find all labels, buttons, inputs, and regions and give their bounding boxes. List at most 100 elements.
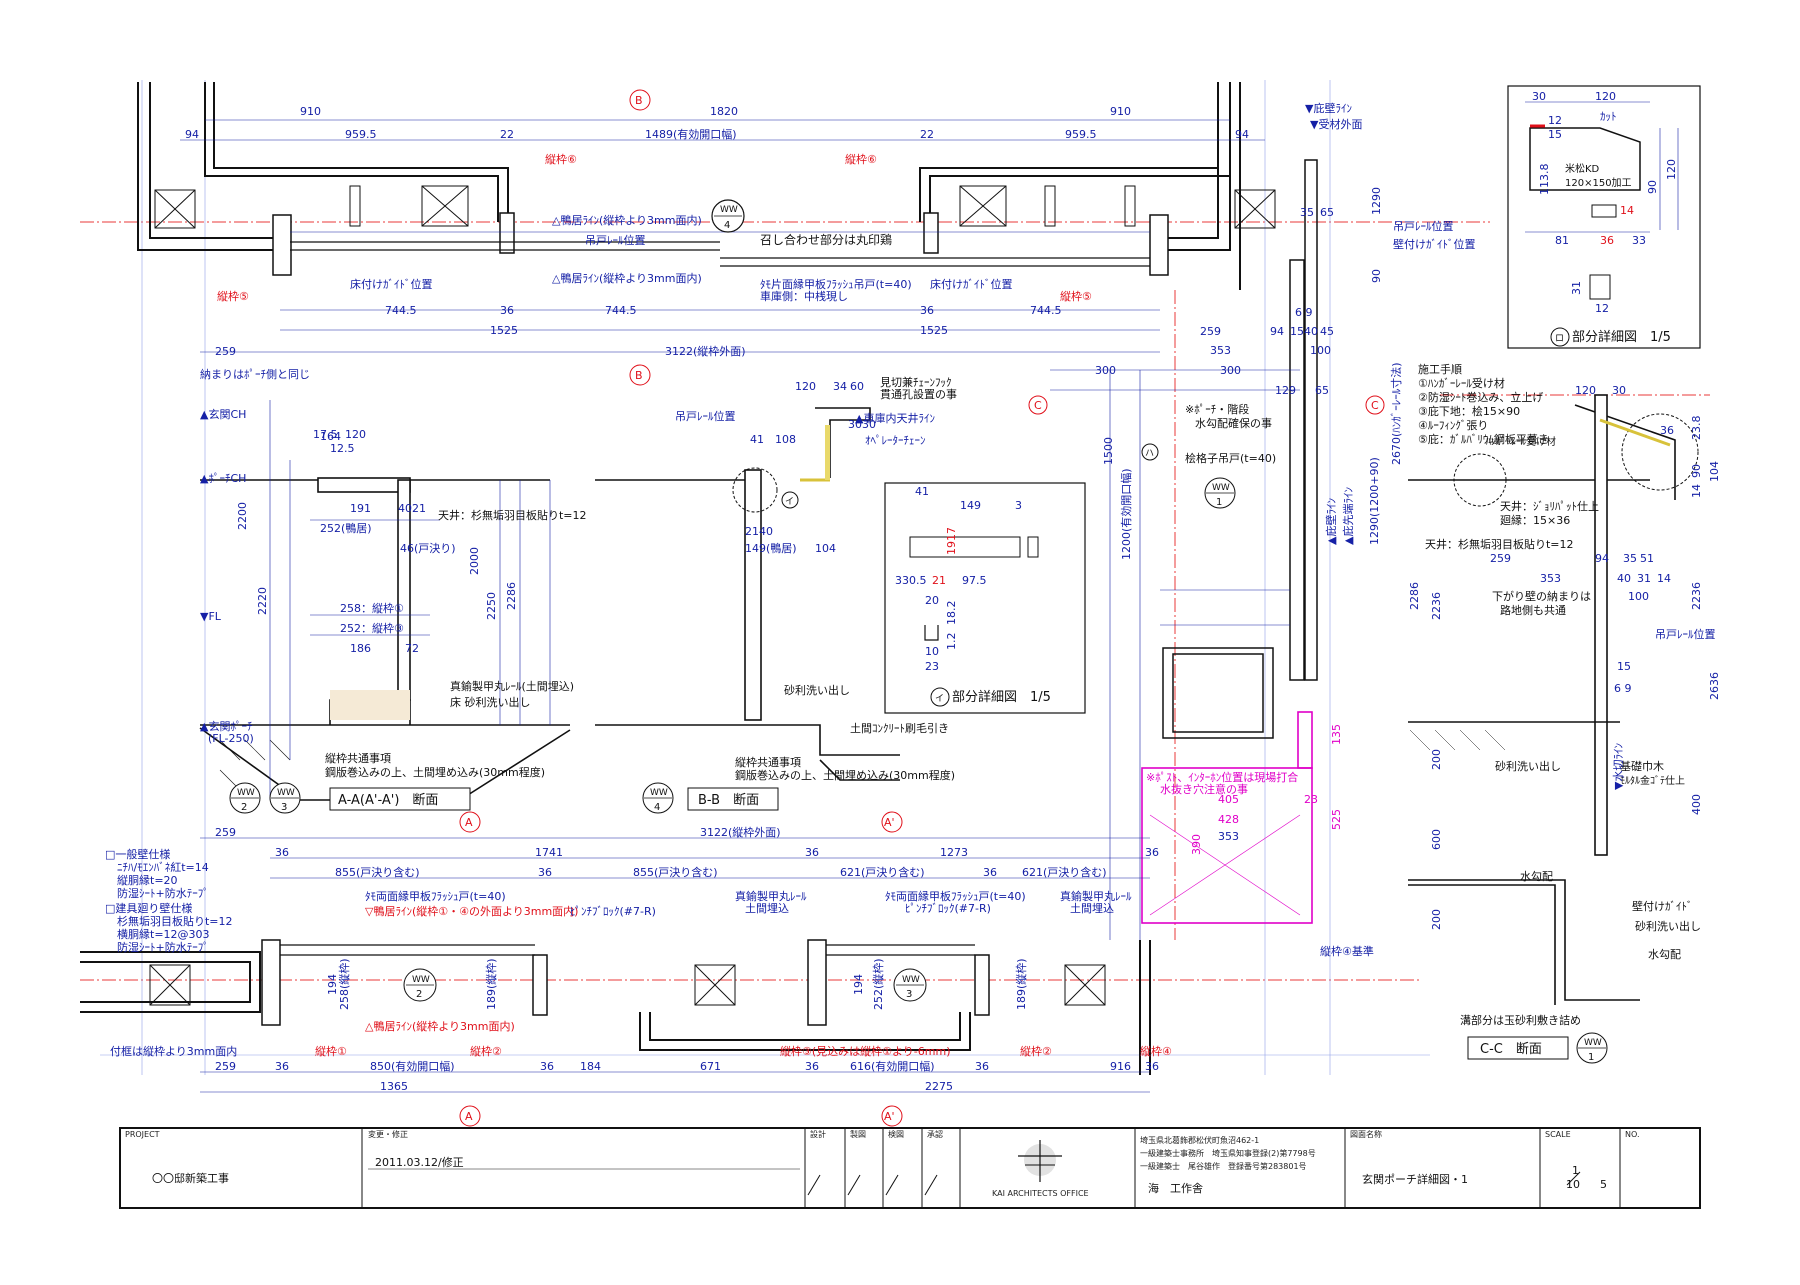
svg-text:258(縦枠): 258(縦枠): [337, 958, 351, 1010]
svg-text:120×150加工: 120×150加工: [1565, 177, 1632, 189]
svg-text:縦枠②: 縦枠②: [1020, 1044, 1052, 1058]
svg-text:120: 120: [1575, 384, 1596, 397]
svg-text:▼受材外面: ▼受材外面: [1310, 117, 1362, 131]
svg-text:12: 12: [1548, 114, 1562, 127]
svg-text:ﾀﾓ両面縁甲板ﾌﾗｯｼｭ戸(t=40): ﾀﾓ両面縁甲板ﾌﾗｯｼｭ戸(t=40): [885, 889, 1026, 903]
svg-text:1290(1200+90): 1290(1200+90): [1368, 457, 1381, 545]
svg-text:ロ: ロ: [1555, 334, 1564, 344]
project-name: 〇〇邸新築工事: [152, 1171, 229, 1185]
dim-744c: 744.5: [1030, 304, 1062, 317]
revision-label: 変更・修正: [368, 1129, 408, 1139]
svg-text:4021: 4021: [398, 502, 426, 515]
svg-text:2286: 2286: [505, 582, 518, 610]
dim-744b: 744.5: [605, 304, 637, 317]
svg-text:▼庇壁ﾗｲﾝ: ▼庇壁ﾗｲﾝ: [1305, 101, 1352, 115]
svg-text:吊戸ﾚｰﾙ位置: 吊戸ﾚｰﾙ位置: [1655, 627, 1716, 641]
svg-text:ﾓﾙﾀﾙ金ｺﾞﾃ仕上: ﾓﾙﾀﾙ金ｺﾞﾃ仕上: [1620, 774, 1685, 787]
note-meeting: 召し合わせ部分は丸印鶏: [760, 232, 892, 247]
svg-text:WW: WW: [412, 975, 430, 985]
office-name: 海 工作舎: [1148, 1181, 1203, 1195]
svg-text:259: 259: [215, 1060, 236, 1073]
svg-text:ｵﾍﾟﾚｰﾀｰﾁｪｰﾝ: ｵﾍﾟﾚｰﾀｰﾁｪｰﾝ: [865, 434, 926, 447]
svg-text:縦枠①: 縦枠①: [315, 1044, 347, 1058]
svg-text:90: 90: [1690, 464, 1703, 478]
svg-text:①ﾊﾝｶﾞｰﾚｰﾙ受け材: ①ﾊﾝｶﾞｰﾚｰﾙ受け材: [1418, 376, 1505, 390]
svg-text:94: 94: [1270, 325, 1284, 338]
svg-text:縦枠④基準: 縦枠④基準: [1320, 944, 1374, 958]
svg-text:189(縦枠): 189(縦枠): [1014, 958, 1028, 1010]
svg-text:41: 41: [915, 485, 929, 498]
svg-text:防湿ｼｰﾄ+防水ﾃｰﾌﾟ: 防湿ｼｰﾄ+防水ﾃｰﾌﾟ: [117, 886, 209, 900]
detail-i: 41 149 3 330.5 21 97.5 1917 20 18.2 1.2 …: [884, 482, 1086, 714]
aa-title-label: A-A(A'-A') 断面: [338, 793, 438, 808]
svg-text:6 9: 6 9: [1614, 682, 1632, 695]
dim-744a: 744.5: [385, 304, 417, 317]
bb-title-label: B-B 断面: [698, 793, 759, 808]
svg-text:基礎巾木: 基礎巾木: [1620, 759, 1664, 773]
svg-text:258：縦枠①: 258：縦枠①: [340, 601, 404, 615]
office-address: 埼玉県北葛飾郡松伏町魚沼462-1: [1140, 1135, 1259, 1145]
svg-text:33: 33: [1632, 234, 1646, 247]
svg-text:30: 30: [1532, 90, 1546, 103]
svg-text:60: 60: [850, 380, 864, 393]
svg-text:▲庇壁ﾗｲﾝ: ▲庇壁ﾗｲﾝ: [1324, 498, 1338, 545]
svg-text:120: 120: [795, 380, 816, 393]
svg-text:252(縦枠): 252(縦枠): [871, 958, 885, 1010]
svg-text:15: 15: [1617, 660, 1631, 673]
svg-text:35: 35: [1300, 206, 1314, 219]
svg-text:100: 100: [1310, 344, 1331, 357]
note-kamoi-bottom: △鴨居ﾗｲﾝ(縦枠より3mm面内): [552, 271, 702, 285]
svg-text:20: 20: [925, 594, 939, 607]
svg-text:94: 94: [1595, 552, 1609, 565]
detail-ro-title: 部分詳細図 1/5: [1572, 329, 1671, 345]
svg-text:ﾆﾁﾊ/ﾓｴﾝﾊﾞﾈ紅t=14: ﾆﾁﾊ/ﾓｴﾝﾊﾞﾈ紅t=14: [117, 861, 209, 874]
note-floor-guide-a: 床付けｶﾞｲﾄﾞ位置: [350, 277, 433, 291]
svg-text:31: 31: [1637, 572, 1651, 585]
svg-text:104: 104: [815, 542, 836, 555]
svg-text:▲庇先端ﾗｲﾝ: ▲庇先端ﾗｲﾝ: [1341, 487, 1355, 545]
note-frame-6a: 縦枠⑥: [545, 152, 577, 166]
svg-text:21: 21: [932, 574, 946, 587]
svg-text:WW: WW: [650, 788, 668, 798]
svg-text:252：縦枠③: 252：縦枠③: [340, 621, 404, 635]
svg-text:36: 36: [275, 846, 289, 859]
svg-text:▲ﾎﾟｰﾁCH: ▲ﾎﾟｰﾁCH: [200, 472, 246, 485]
svg-text:ﾋﾟﾝﾁﾌﾞﾛｯｸ(#7-R): ﾋﾟﾝﾁﾌﾞﾛｯｸ(#7-R): [905, 902, 991, 915]
svg-text:3122(縦枠外面): 3122(縦枠外面): [700, 825, 781, 839]
svg-text:15: 15: [1548, 128, 1562, 141]
svg-text:縦枠共通事項: 縦枠共通事項: [325, 751, 391, 765]
svg-text:3: 3: [906, 989, 912, 1000]
svg-text:防湿ｼｰﾄ+防水ﾃｰﾌﾟ: 防湿ｼｰﾄ+防水ﾃｰﾌﾟ: [117, 940, 209, 954]
svg-text:850(有効開口幅): 850(有効開口幅): [370, 1059, 455, 1073]
svg-text:120: 120: [1665, 159, 1678, 180]
svg-text:縦枠共通事項: 縦枠共通事項: [735, 755, 801, 769]
project-label: PROJECT: [125, 1130, 160, 1139]
svg-text:36: 36: [540, 1060, 554, 1073]
svg-text:水抜き穴注意の事: 水抜き穴注意の事: [1160, 782, 1248, 796]
svg-text:14: 14: [1690, 484, 1703, 498]
svg-text:14: 14: [1657, 572, 1671, 585]
top-plan: 910 1820 910 94 959.5 22 1489(有効開口幅) 22 …: [137, 82, 1276, 386]
svg-text:A': A': [884, 816, 895, 829]
section-bb: イ 吊戸ﾚｰﾙ位置 見切兼ﾁｪｰﾝﾌｯｸ 貫通孔設置の事 ▲車庫内天井ﾗｲﾝ ｵ…: [595, 376, 957, 814]
svg-text:※ﾎﾟｽﾄ、ｲﾝﾀｰﾎﾝ位置は現場打合: ※ﾎﾟｽﾄ、ｲﾝﾀｰﾎﾝ位置は現場打合: [1146, 770, 1298, 784]
note-kamoi-top: △鴨居ﾗｲﾝ(縦枠より3mm面内): [552, 213, 702, 227]
svg-text:2275: 2275: [925, 1080, 953, 1093]
svg-text:真鍮製甲丸ﾚｰﾙ(土間埋込): 真鍮製甲丸ﾚｰﾙ(土間埋込): [450, 679, 574, 693]
svg-text:35: 35: [1623, 552, 1637, 565]
svg-text:□建具廻り壁仕様: □建具廻り壁仕様: [105, 901, 192, 915]
svg-text:C: C: [1034, 399, 1042, 412]
svg-text:廻縁：15×36: 廻縁：15×36: [1500, 513, 1570, 527]
svg-text:⑤庇：ｶﾞﾙﾊﾞﾘｳﾑ鋼板平葺き: ⑤庇：ｶﾞﾙﾊﾞﾘｳﾑ鋼板平葺き: [1418, 432, 1549, 446]
scale-extra: 5: [1600, 1178, 1607, 1191]
svg-text:2140: 2140: [745, 525, 773, 538]
svg-text:2220: 2220: [256, 587, 269, 615]
cc-title: C-C 断面 WW 1: [1467, 1032, 1608, 1064]
svg-text:見切兼ﾁｪｰﾝﾌｯｸ: 見切兼ﾁｪｰﾝﾌｯｸ: [880, 376, 952, 389]
svg-text:23: 23: [1304, 793, 1318, 806]
svg-text:46(戸決り): 46(戸決り): [400, 542, 456, 555]
svg-text:390: 390: [1190, 834, 1203, 855]
note-rail-top: 吊戸ﾚｰﾙ位置: [585, 233, 646, 247]
svg-text:縦枠③(見込みは縦枠①より-6mm): 縦枠③(見込みは縦枠①より-6mm): [780, 1044, 950, 1058]
